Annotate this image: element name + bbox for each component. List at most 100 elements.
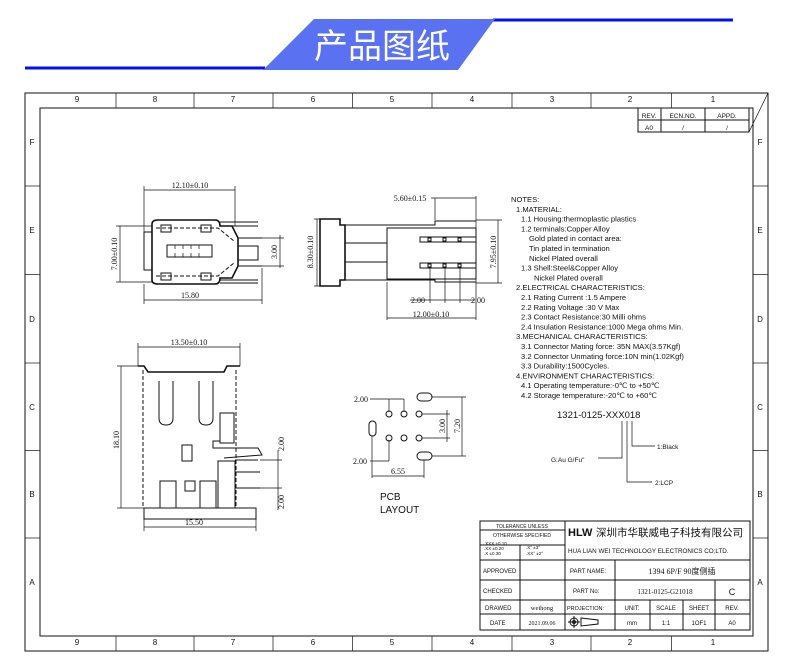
frame-column-label: 4 [470,95,475,104]
pcb-dim-pitch-left: 2.00 [353,457,367,466]
note-line: 1.3 Shell:Steel&Copper Alloy [521,264,618,273]
dim-side-height: 8.30±0.10 [306,236,315,268]
frame-row-label: A [757,578,763,587]
sheet-label: SHEET [689,606,709,612]
frame-column-label: 8 [153,95,158,104]
pcb-dim-row: 3.00 [438,419,447,433]
tol-linear-2: .XX ±0.20 [484,546,504,551]
tol-angle-2: .XX° ±2° [526,551,543,556]
note-line: 4.1 Operating temperature:-0℃ to +50℃ [521,381,660,390]
frame-row-label: E [29,226,34,235]
note-line: 4.ENVIRONMENT CHARACTERISTICS: [516,371,654,380]
note-line: 3.3 Durability:1500Cycles. [521,362,609,371]
note-line: 3.1 Connector Mating force: 35N MAX(3.57… [521,342,681,351]
tolerance-title-2: OTHERWISE SPECIFIED [493,533,551,539]
note-line: 2.2 Rating Voltage :30 V Max [521,303,620,312]
note-line: 1.2 terminals:Copper Alloy [521,224,610,233]
dim-front-height: 18.10 [112,431,121,449]
note-line: 3.2 Connector Unmating force:10N min(1.0… [521,352,684,361]
note-line: 2.3 Contact Resistance:30 Milli ohms [521,313,646,322]
part-code: 1321-0125-XXX018 1:Black G:Au G/Fu" 2:LC… [551,410,679,487]
revision-block: REV. ECN.NO. APPD. A0 / / [637,92,769,133]
top-view: 12.10±0.10 7.00±0.10 3.00 15.80 [110,181,284,304]
drawing-size: C [729,587,736,597]
pcb-layout: 2.00 2.00 3.00 7.20 6.55 PCB LAYOUT [353,392,466,516]
frame-column-label: 9 [75,95,80,104]
banner-shape [263,19,495,70]
code-legend-material: 2:LCP [655,480,673,487]
dim-front-pitch-2: 2.00 [277,495,286,509]
rev-value: A0 [645,125,653,132]
dim-width: 12.10±0.10 [172,181,208,190]
projection-symbol-icon [568,616,599,628]
frame-row-label: C [757,403,763,412]
pcb-dim-pitch-top: 2.00 [354,395,368,404]
rev-label: REV. [725,606,739,612]
front-view: 13.50±0.10 18.10 2.00 2.00 15.50 [112,338,286,531]
scale-value: 1:1 [662,621,671,627]
note-line: Nickel Plated overall [529,254,598,263]
frame-row-label: B [757,490,762,499]
notes: NOTES:1.MATERIAL:1.1 Housing:thermoplast… [511,195,684,400]
dim-front-pitch-1: 2.00 [277,437,286,451]
dim-side-length: 12.00±0.10 [413,310,449,319]
date-value: 2021.09.06 [529,621,556,627]
ecn-header: ECN.NO. [669,113,696,120]
frame-column-label: 6 [311,95,316,104]
part-no-label: PART No: [573,589,600,595]
frame-row-label: A [29,578,35,587]
appd-value: / [726,125,728,132]
dim-height: 7.00±0.10 [110,238,119,270]
note-line: 3.MECHANICAL CHARACTERISTICS: [516,332,648,341]
frame-column-label: 1 [711,638,716,647]
tol-linear-1: .XXX ±0.10 [484,541,507,546]
projection-label: PROJECTION: [567,606,604,612]
dim-length: 15.80 [181,291,199,300]
note-line: Nickel Plated overall [534,273,603,282]
part-name-label: PART NAME: [570,569,606,575]
part-no-value: 1321-0125-G21018 [637,588,693,596]
rev-header: REV. [642,113,657,120]
pcb-label-1: PCB [380,492,401,503]
frame-column-label: 5 [390,95,395,104]
note-line: Gold plated in contact area: [529,234,622,243]
unit-label: UNIT: [625,606,640,612]
drawed-label: DRAWED [485,606,512,612]
frame-column-label: 1 [711,95,716,104]
pcb-dim-width: 6.55 [391,467,405,476]
frame-column-label: 4 [470,638,475,647]
unit-value: mm [627,621,637,627]
frame-column-label: 3 [550,638,555,647]
tol-linear-3: .X ±0.30 [484,551,501,556]
dim-side-pitch-1: 2.00 [411,296,425,305]
company-logo: HLW [568,527,593,539]
ecn-value: / [682,125,684,132]
approved-label: APPROVED [483,569,517,575]
frame-row-label: C [29,403,35,412]
dim-side-pitch-2: 2.00 [471,296,485,305]
frame-row-label: F [30,138,35,147]
frame-column-label: 2 [628,638,633,647]
banner-title: 产品图纸 [314,27,450,67]
dim-front-width: 13.50±0.10 [171,338,207,347]
frame-row-label: F [758,138,763,147]
banner: 产品图纸 [25,18,733,70]
frame-column-label: 3 [550,95,555,104]
frame-column-label: 8 [153,638,158,647]
note-line: 1.MATERIAL: [516,205,562,214]
note-line: 1.1 Housing:thermoplastic plastics [521,215,636,224]
appd-header: APPD. [717,113,737,120]
code-legend-plating: G:Au G/Fu" [551,457,585,464]
scale-label: SCALE [656,606,676,612]
side-view: 5.60±0.15 8.30±0.10 7.95±0.10 2.00 2.00 … [306,194,502,320]
date-label: DATE [490,621,506,627]
frame-column-label: 5 [390,638,395,647]
frame-row-label: D [29,315,35,324]
part-code-text: 1321-0125-XXX018 [557,410,640,421]
dim-pitch: 3.00 [270,245,279,259]
frame-column-label: 2 [628,95,633,104]
note-line: NOTES: [511,195,539,204]
